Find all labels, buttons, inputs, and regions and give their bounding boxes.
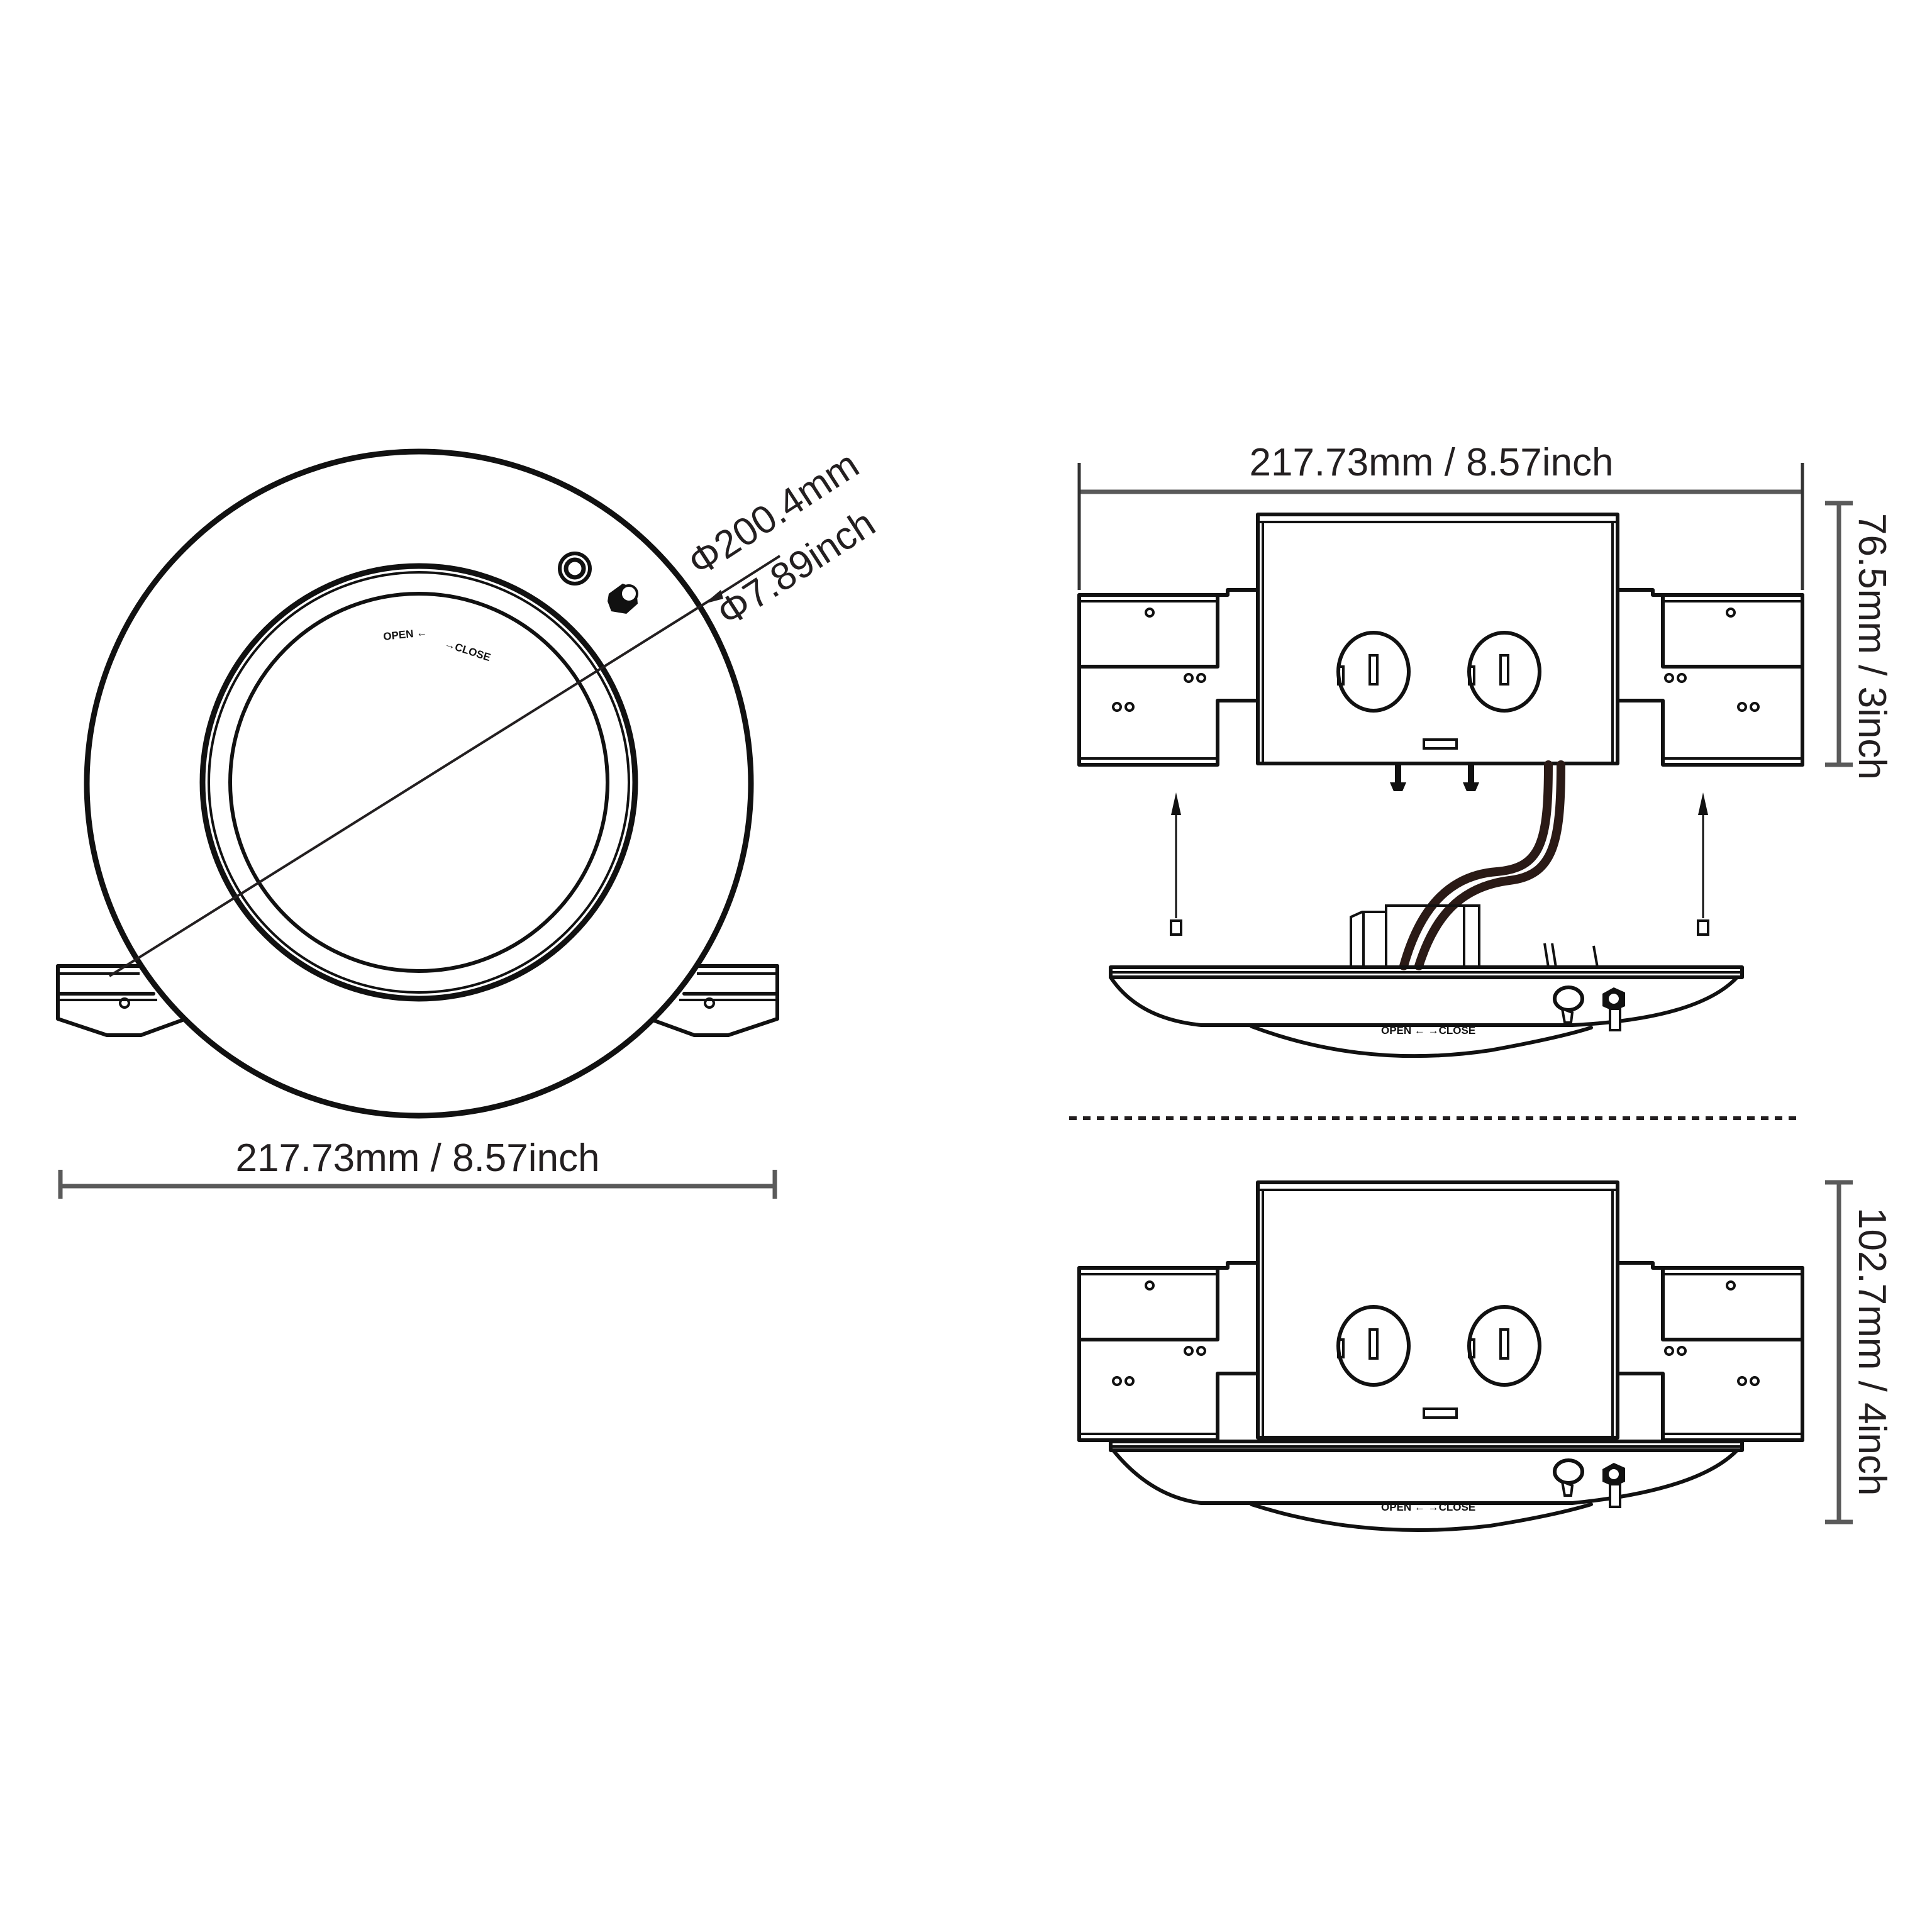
exploded-height-label: 76.5mm / 3inch [1850,513,1894,780]
front-width-label: 217.73mm / 8.57inch [235,1136,599,1180]
trim-profile: OPEN ← →CLOSE [1109,965,1744,1058]
assembled-height-label: 102.7mm / 4inch [1850,1208,1894,1496]
diameter-line [108,596,716,977]
up-arrow-right-icon [1697,792,1709,936]
lock-screw-side-icon [1602,1463,1625,1508]
right-side-bracket [1616,1261,1804,1442]
spring-clip [1543,943,1599,968]
junction-box [1256,513,1619,765]
junction-box [1256,1180,1619,1440]
inner-bezel-ring [199,563,638,1002]
screw-icon [1390,765,1479,791]
front-view: OPEN ← →CLOSE Φ200.4mm Φ7.89inch 217.73m… [56,443,883,1199]
trim-engraving: OPEN ← →CLOSE [1381,1501,1475,1513]
right-side-bracket [1616,588,1804,767]
assembled-height-dimension: 102.7mm / 4inch [1825,1180,1894,1524]
assembled-view: OPEN ← →CLOSE 102.7mm / 4inch [1077,1180,1894,1533]
exploded-height-dimension: 76.5mm / 3inch [1825,501,1894,780]
lock-screw-side-icon [1602,987,1625,1031]
knob-side-icon [1553,985,1584,1024]
exploded-width-label: 217.73mm / 8.57inch [1249,441,1613,484]
wire-bundle [1399,760,1565,970]
up-arrow-left-icon [1170,792,1182,936]
lock-screw-icon [608,584,638,614]
front-width-dimension: 217.73mm / 8.57inch [58,1136,777,1199]
right-mounting-bracket [651,964,779,1037]
lens-ring [228,592,609,973]
trim-engraving: OPEN ← →CLOSE [1381,1024,1475,1036]
trim-profile: OPEN ← →CLOSE [1109,1440,1744,1533]
adjustment-knob-icon [558,552,592,586]
left-mounting-bracket [56,964,184,1037]
exploded-view: 217.73mm / 8.57inch [1077,441,1894,1058]
exploded-width-dimension: 217.73mm / 8.57inch [1077,441,1804,590]
knob-side-icon [1553,1458,1584,1497]
left-side-bracket [1077,1261,1260,1442]
left-side-bracket [1077,588,1260,767]
